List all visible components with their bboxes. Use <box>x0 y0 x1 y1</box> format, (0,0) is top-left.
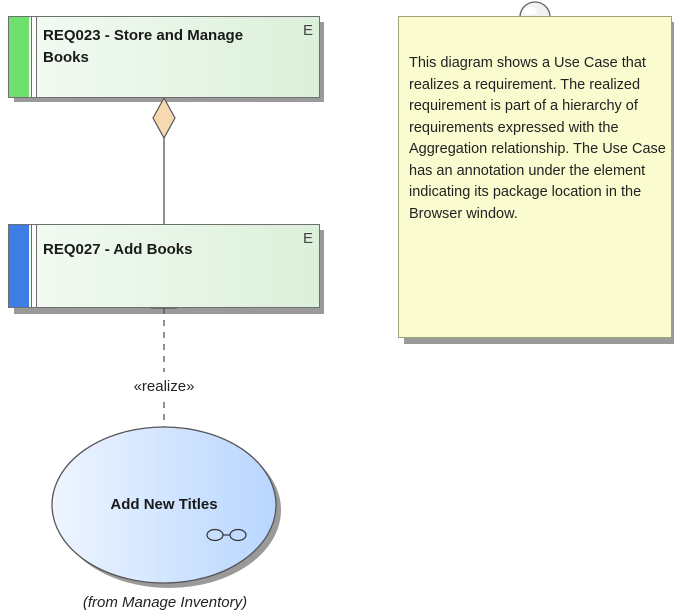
note-pin-highlight <box>523 7 537 15</box>
requirement-req027[interactable]: REQ027 - Add Books E <box>8 224 320 308</box>
requirement-color-band <box>9 225 29 307</box>
diagram-note[interactable]: This diagram shows a Use Case that reali… <box>398 16 672 338</box>
requirement-band-divider <box>31 225 37 307</box>
use-case-ellipse[interactable] <box>51 426 277 584</box>
requirement-req023[interactable]: REQ023 - Store and Manage Books E <box>8 16 320 98</box>
requirement-band-divider <box>31 17 37 97</box>
element-badge-icon: E <box>302 230 313 247</box>
requirement-color-band <box>9 17 29 97</box>
use-case-title: Add New Titles <box>110 496 218 513</box>
element-badge-icon: E <box>302 22 313 39</box>
package-location-note: (from Manage Inventory) <box>82 594 248 611</box>
requirement-title: REQ027 - Add Books <box>43 241 193 258</box>
composite-glasses-icon <box>206 528 247 542</box>
note-text: This diagram shows a Use Case that reali… <box>409 55 666 222</box>
aggregation-diamond <box>152 96 176 140</box>
realize-stereotype-label: «realize» <box>133 378 195 395</box>
requirement-title: REQ023 - Store and Manage Books <box>43 27 244 66</box>
